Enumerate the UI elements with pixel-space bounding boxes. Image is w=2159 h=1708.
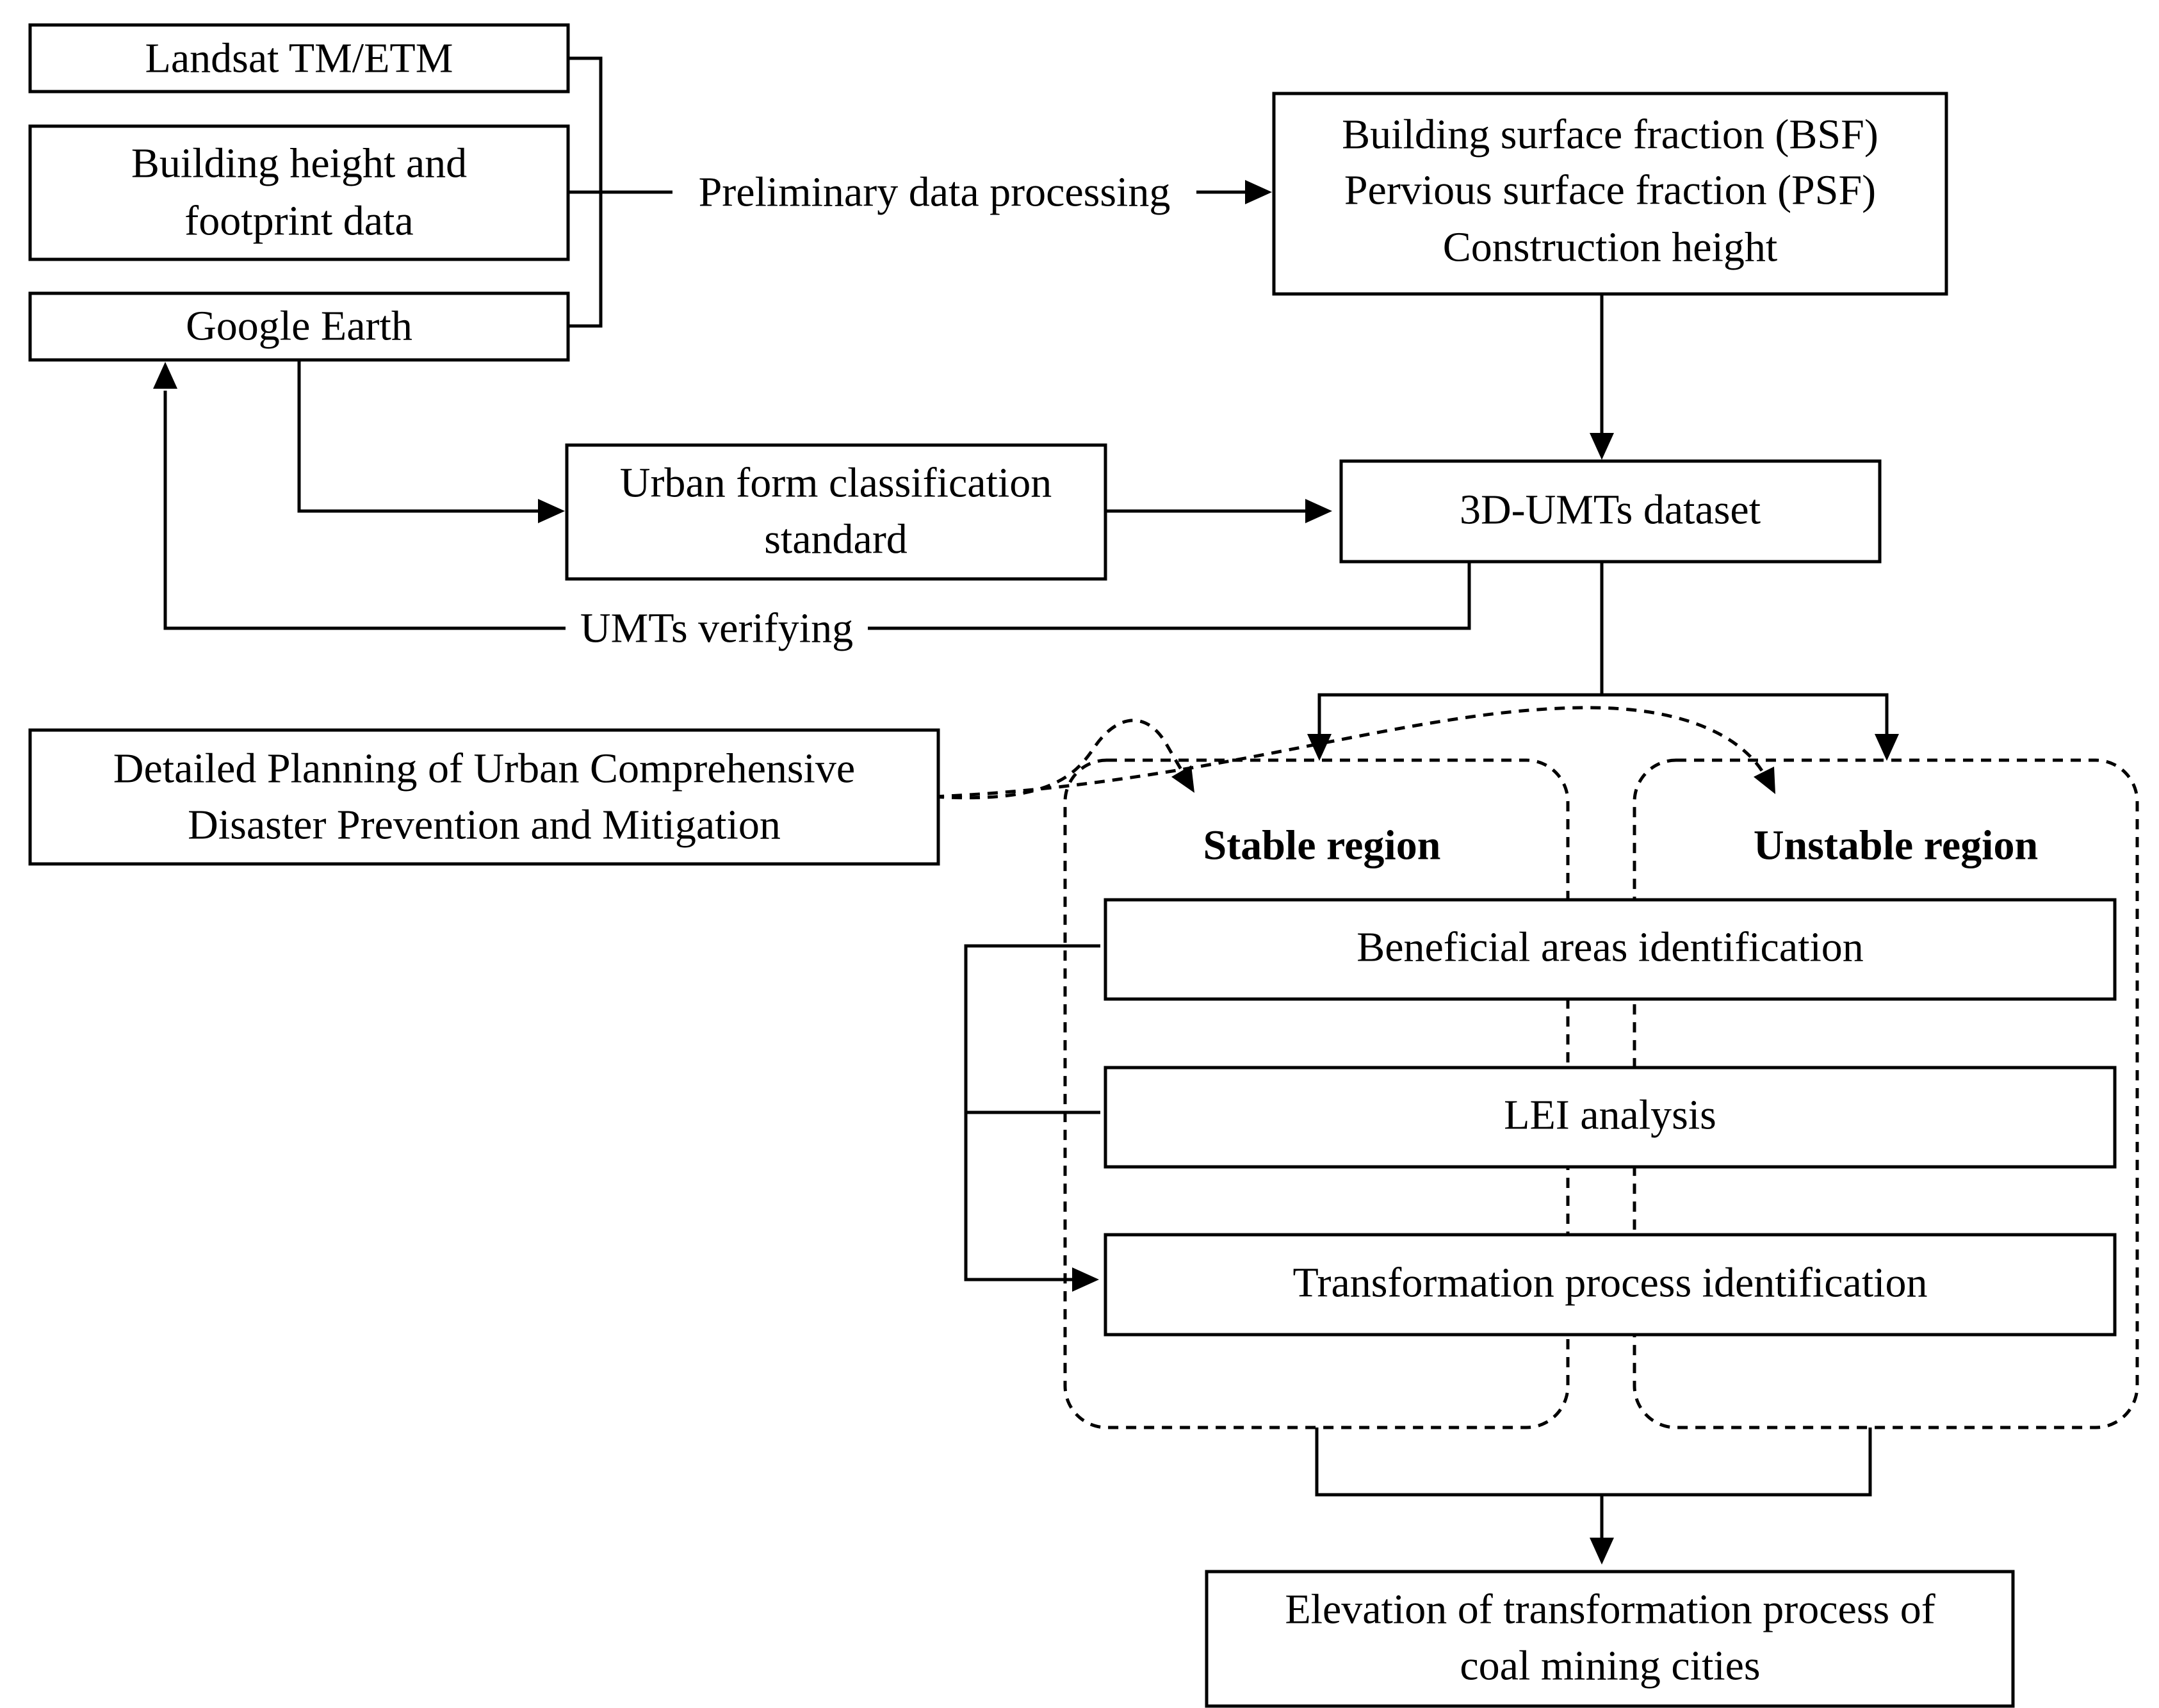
umts-dataset-label: 3D-UMTs dataset (1460, 487, 1761, 533)
landsat-node: Landsat TM/ETM (28, 23, 570, 94)
classification-standard-node: Urban form classification standard (565, 443, 1107, 581)
fractions-label-line3: Construction height (1443, 224, 1777, 271)
classification-standard-label-line1: Urban form classification (620, 460, 1052, 507)
classification-standard-label-line2: standard (764, 516, 908, 563)
arrowhead-to-elevation (1590, 1538, 1614, 1565)
arrowhead-classification-to-dataset (1305, 499, 1332, 523)
planning-label-line2: Disaster Prevention and Mitigation (188, 802, 781, 849)
transformation-identification-label: Transformation process identification (1292, 1260, 1927, 1306)
arrowhead-to-dataset (1590, 433, 1614, 460)
preliminary-label-bg (672, 163, 1196, 221)
arrowhead-planning-to-unstable (1754, 767, 1775, 794)
connector-dataset-split (1317, 562, 1889, 735)
building-data-label-line2: footprint data (184, 198, 413, 245)
connector-google-to-classification (297, 360, 539, 513)
beneficial-areas-label: Beneficial areas identification (1357, 924, 1864, 971)
arrowhead-to-unstable-region (1875, 734, 1899, 761)
arrowhead-to-stable-region (1307, 734, 1332, 761)
fractions-label-line1: Building surface fraction (BSF) (1342, 111, 1878, 158)
lei-analysis-node: LEI analysis (1104, 1066, 2117, 1169)
landsat-label: Landsat TM/ETM (145, 35, 453, 82)
connector-planning-to-unstable-dashed (933, 706, 1764, 799)
elevation-label-line1: Elevation of transformation process of (1285, 1586, 1935, 1633)
arrowhead-to-transformation-identification (1072, 1267, 1099, 1292)
elevation-node: Elevation of transformation process of c… (1205, 1570, 2015, 1708)
planning-label-line1: Detailed Planning of Urban Comprehensive (113, 745, 855, 792)
arrowhead-to-google-earth (153, 362, 177, 389)
umts-verifying-label-bg (566, 599, 868, 657)
umts-dataset-node: 3D-UMTs dataset (1339, 459, 1882, 564)
lei-analysis-label: LEI analysis (1504, 1092, 1716, 1139)
connector-regions-merge (1315, 1427, 1872, 1539)
google-earth-label: Google Earth (186, 303, 412, 350)
stable-region-title: Stable region (1203, 822, 1441, 869)
arrowhead-planning-to-stable (1171, 765, 1194, 793)
arrowhead-to-fractions (1245, 180, 1272, 204)
unstable-region-title: Unstable region (1754, 822, 2038, 869)
google-earth-node: Google Earth (28, 291, 570, 362)
preliminary-processing-label: Preliminary data processing (699, 169, 1171, 216)
connector-analysis-bracket (964, 944, 1100, 1281)
umts-verifying-label: UMTs verifying (580, 605, 853, 652)
fractions-node: Building surface fraction (BSF) Pervious… (1272, 92, 1948, 296)
transformation-identification-node: Transformation process identification (1104, 1233, 2117, 1337)
connector-planning-to-stable-dashed (933, 719, 1184, 800)
planning-node: Detailed Planning of Urban Comprehensive… (28, 728, 940, 866)
building-data-label-line1: Building height and (131, 140, 467, 187)
arrowhead-to-classification (538, 499, 565, 523)
beneficial-areas-node: Beneficial areas identification (1104, 898, 2117, 1001)
building-data-node: Building height and footprint data (28, 124, 570, 261)
elevation-label-line2: coal mining cities (1460, 1643, 1760, 1689)
connector-sources-bracket (568, 56, 672, 328)
fractions-label-line2: Pervious surface fraction (PSF) (1344, 167, 1876, 214)
